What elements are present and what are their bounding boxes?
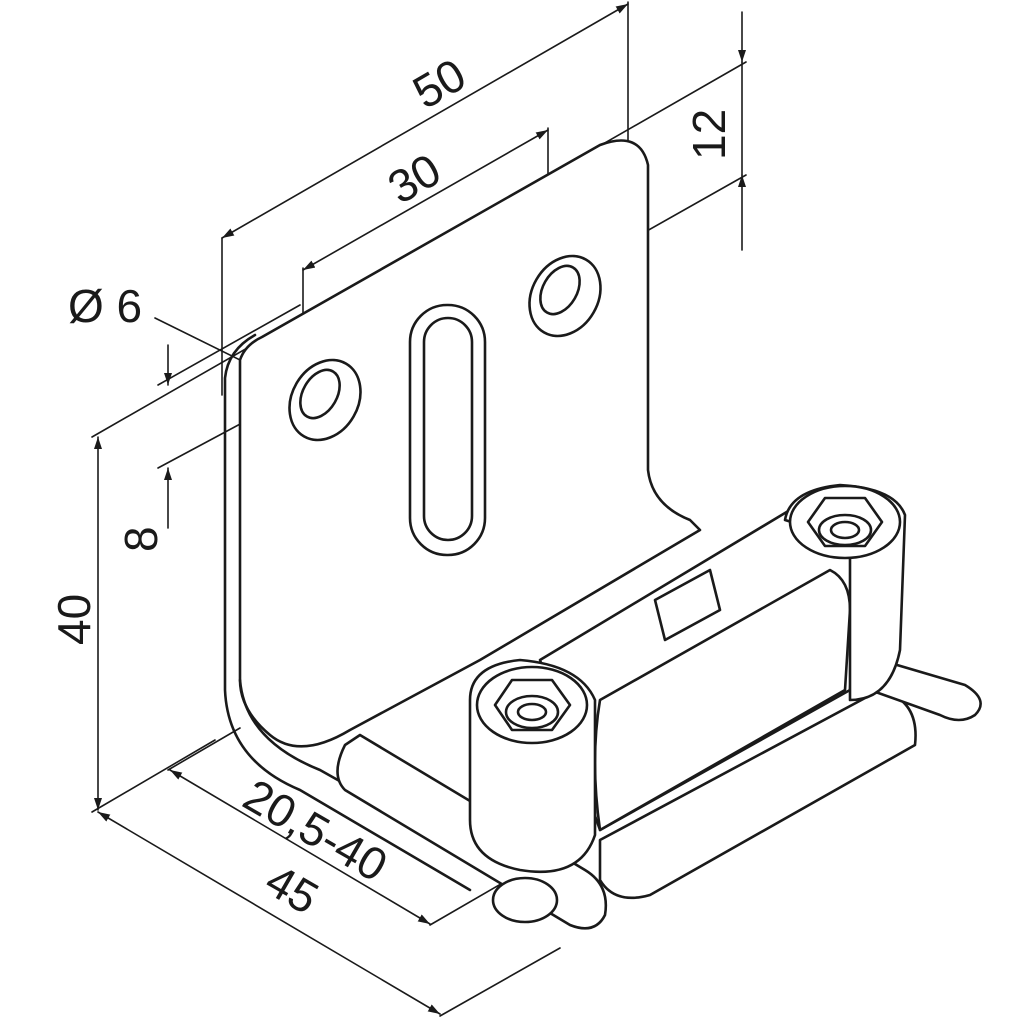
bracket-plate bbox=[223, 139, 702, 892]
dim-width-top: 50 bbox=[404, 48, 474, 119]
mounting-hole-right bbox=[528, 254, 602, 338]
adjustment-slot bbox=[408, 303, 487, 557]
dim-depth: 45 bbox=[257, 854, 327, 925]
dim-hole-offset-side: 8 bbox=[115, 526, 167, 552]
dim-hole-offset-top: 12 bbox=[683, 109, 735, 160]
roller-carriage bbox=[468, 483, 907, 924]
dim-height: 40 bbox=[48, 594, 100, 645]
mounting-hole-left bbox=[288, 358, 362, 442]
dim-hole-diameter: Ø 6 bbox=[68, 280, 142, 332]
dim-hole-spacing: 30 bbox=[379, 143, 449, 214]
